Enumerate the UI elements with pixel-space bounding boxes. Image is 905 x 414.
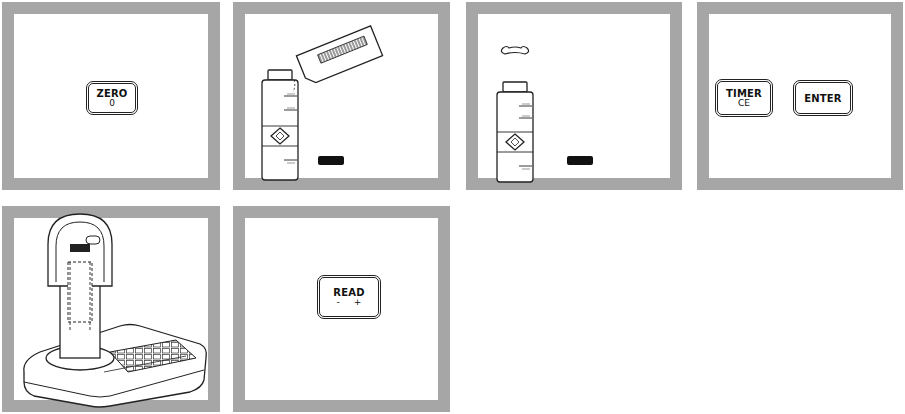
button-label: ENTER	[804, 93, 842, 104]
cell-cap	[567, 156, 593, 165]
step-panel	[703, 8, 897, 184]
button-sublabel: +	[354, 298, 362, 308]
button-text-row: READ	[333, 287, 364, 298]
keypad-button: ZERO0	[86, 81, 138, 115]
step-panel	[472, 8, 676, 184]
cell-cap	[318, 156, 344, 165]
step-panel	[8, 8, 214, 184]
sample-cell	[497, 82, 533, 182]
panel-frames	[8, 8, 897, 406]
button-label: TIMER	[726, 88, 762, 99]
button-sublabel: CE	[738, 99, 750, 109]
powder-pillow	[296, 26, 382, 86]
keypad-button: TIMERCE	[715, 79, 773, 117]
colorimeter	[24, 214, 207, 407]
button-sublabel: 0	[109, 99, 115, 109]
step-panel	[239, 212, 444, 406]
swirl-symbol	[501, 47, 528, 55]
step-panel	[8, 212, 214, 406]
button-label: ZERO	[96, 88, 127, 99]
keypad-button: ENTER	[793, 80, 853, 116]
button-text-row: ZERO	[96, 88, 127, 99]
powder-stream	[293, 80, 295, 92]
button-text-row: CE	[738, 99, 750, 109]
button-text-row: TIMER	[726, 88, 762, 99]
button-text-row: ENTER	[804, 93, 842, 104]
keypad-button: READ-+	[317, 275, 381, 319]
step-panel	[239, 8, 444, 184]
button-text-row: -+	[337, 298, 362, 308]
button-text-row: 0	[109, 99, 115, 109]
button-sublabel: -	[337, 298, 340, 308]
button-label: READ	[333, 287, 364, 298]
sample-cell	[262, 70, 298, 180]
